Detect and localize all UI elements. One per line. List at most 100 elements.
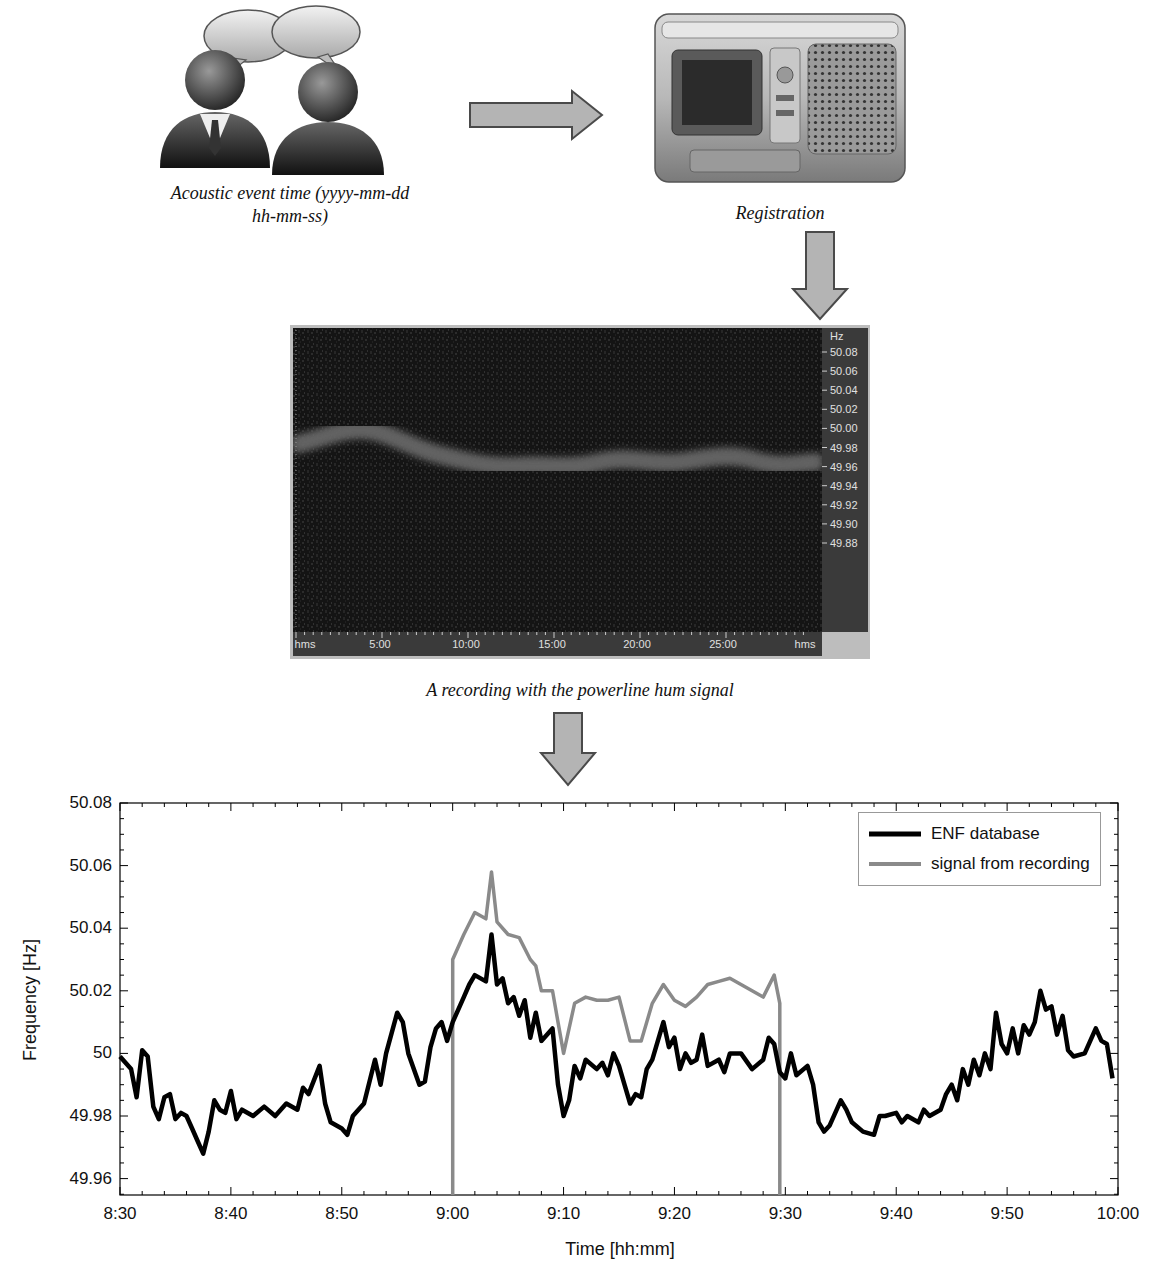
tick-mark — [425, 632, 426, 635]
tick-mark — [341, 1187, 342, 1195]
tick-mark — [339, 632, 340, 635]
tick-mark — [918, 803, 919, 807]
y-tick-label: 50.06 — [69, 856, 112, 876]
tick-mark — [1110, 990, 1118, 991]
tick-mark — [253, 1191, 254, 1195]
tick-mark — [1114, 959, 1118, 960]
tick-mark — [1029, 1191, 1030, 1195]
spectrogram-freq-tick: 49.88 — [830, 537, 858, 549]
tick-mark — [120, 834, 124, 835]
signal-from-recording-line — [453, 872, 780, 1195]
block-arrow — [541, 713, 595, 785]
tick-mark — [485, 632, 486, 635]
tick-mark — [433, 632, 434, 635]
tick-mark — [763, 1191, 764, 1195]
block-arrow — [793, 232, 847, 319]
x-tick-label: 8:40 — [214, 1204, 247, 1224]
tick-mark — [493, 632, 494, 635]
tick-mark — [120, 1194, 124, 1195]
tick-mark — [851, 1191, 852, 1195]
tick-mark — [962, 1191, 963, 1195]
tick-mark — [807, 1191, 808, 1195]
tick-mark — [319, 803, 320, 807]
tick-mark — [740, 803, 741, 807]
tick-mark — [1007, 1187, 1008, 1195]
tick-mark — [164, 803, 165, 807]
x-tick-label: 10:00 — [1097, 1204, 1140, 1224]
tick-mark — [614, 632, 615, 635]
tick-mark — [120, 1053, 128, 1054]
tick-mark — [918, 1191, 919, 1195]
tick-mark — [984, 1191, 985, 1195]
tick-mark — [554, 632, 555, 638]
tick-mark — [822, 504, 827, 505]
tick-mark — [717, 632, 718, 635]
tick-mark — [896, 803, 897, 811]
tick-mark — [822, 543, 827, 544]
tick-mark — [874, 1191, 875, 1195]
spectrogram-time-tick: hms — [295, 638, 316, 650]
tick-mark — [630, 1191, 631, 1195]
tick-mark — [120, 1178, 128, 1179]
tick-mark — [382, 632, 383, 638]
spectrogram-time-tick: hms — [795, 638, 816, 650]
tick-mark — [1114, 881, 1118, 882]
tick-mark — [275, 1191, 276, 1195]
spectrogram-freq-tick: 49.96 — [830, 461, 858, 473]
tick-mark — [1073, 1191, 1074, 1195]
tick-mark — [630, 803, 631, 807]
tick-mark — [1114, 1147, 1118, 1148]
tick-mark — [718, 803, 719, 807]
tick-mark — [665, 632, 666, 635]
tick-mark — [874, 803, 875, 807]
y-tick-label: 49.98 — [69, 1106, 112, 1126]
tick-mark — [579, 632, 580, 635]
tick-mark — [497, 803, 498, 807]
tick-mark — [571, 632, 572, 635]
tick-mark — [585, 1191, 586, 1195]
y-tick-label: 49.96 — [69, 1169, 112, 1189]
tick-mark — [585, 803, 586, 807]
tick-mark — [536, 632, 537, 635]
spectrogram-time-tick: 5:00 — [369, 638, 390, 650]
tick-mark — [588, 632, 589, 635]
tick-mark — [1114, 912, 1118, 913]
tick-mark — [700, 632, 701, 635]
spectrogram-freq-tick: 49.92 — [830, 499, 858, 511]
tick-mark — [120, 881, 124, 882]
tick-mark — [120, 849, 124, 850]
x-tick-label: 9:40 — [880, 1204, 913, 1224]
tick-mark — [984, 803, 985, 807]
tick-mark — [545, 632, 546, 635]
tick-mark — [785, 803, 786, 811]
tick-mark — [120, 1147, 124, 1148]
tick-mark — [822, 390, 827, 391]
tick-mark — [1114, 1006, 1118, 1007]
illustration-box: Registration — [650, 0, 910, 228]
legend-entry: signal from recording — [869, 849, 1090, 879]
tick-mark — [696, 803, 697, 807]
tick-mark — [708, 632, 709, 635]
tick-mark — [674, 632, 675, 635]
tick-mark — [563, 803, 564, 811]
tick-mark — [120, 975, 124, 976]
tick-mark — [1114, 834, 1118, 835]
tick-mark — [822, 485, 827, 486]
tick-mark — [1110, 1116, 1118, 1117]
spectrogram-freq-tick: 50.06 — [830, 365, 858, 377]
spectrogram-freq-tick: 50.08 — [830, 346, 858, 358]
tick-mark — [803, 632, 804, 635]
tick-mark — [120, 865, 128, 866]
tick-mark — [822, 428, 827, 429]
tick-mark — [347, 632, 348, 635]
tick-mark — [1051, 1191, 1052, 1195]
tick-mark — [652, 803, 653, 807]
tick-mark — [186, 1191, 187, 1195]
caption: Registration — [660, 202, 900, 225]
tick-mark — [186, 803, 187, 807]
tick-mark — [208, 803, 209, 807]
tick-mark — [652, 1191, 653, 1195]
tick-mark — [822, 466, 827, 467]
tick-mark — [1114, 1131, 1118, 1132]
tick-mark — [230, 803, 231, 811]
